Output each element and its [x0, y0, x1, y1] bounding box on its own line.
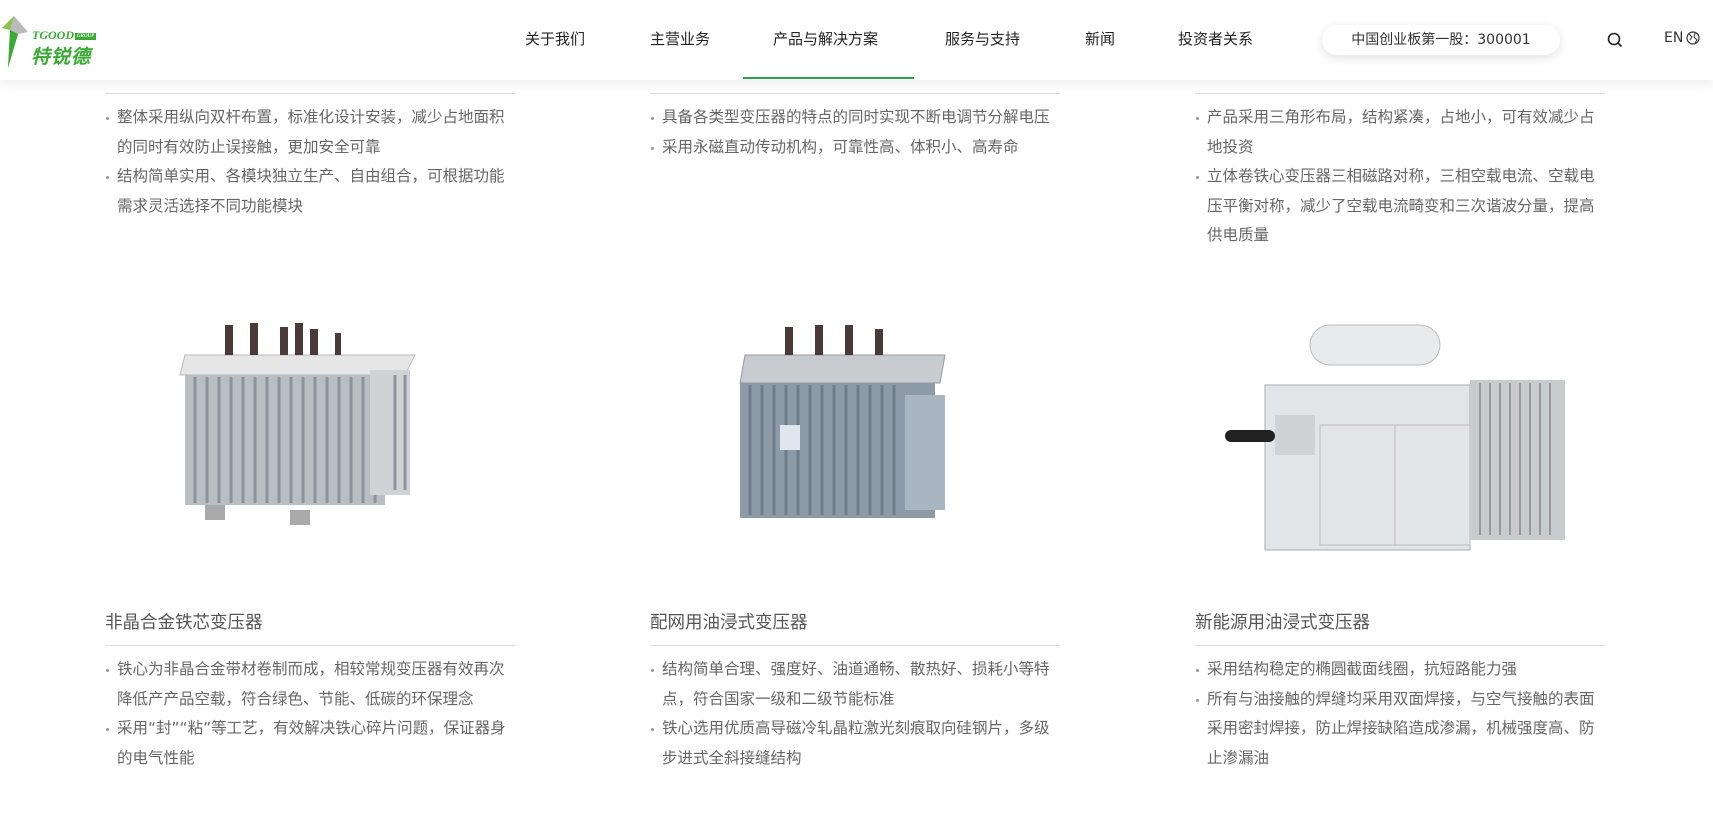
globe-icon	[1686, 31, 1700, 45]
feature-bullet: 铁心为非晶合金带材卷制而成，相较常规变压器有效再次降低产产品空载，符合绿色、节能…	[105, 655, 515, 714]
divider	[650, 93, 1060, 94]
product-card-new-energy: 新能源用油浸式变压器 采用结构稳定的椭圆截面线圈，抗短路能力强所有与油接触的焊缝…	[1195, 609, 1605, 773]
product-title[interactable]: 新能源用油浸式变压器	[1195, 613, 1370, 633]
logo-cn: 特锐德	[31, 46, 92, 68]
divider	[1195, 645, 1605, 646]
stock-badge[interactable]: 中国创业板第一股：300001	[1322, 25, 1560, 55]
feature-bullet: 具备各类型变压器的特点的同时实现不断电调节分解电压	[650, 103, 1060, 133]
product-card-top-1: 整体采用纵向双杆布置，标准化设计安装，减少占地面积的同时有效防止误接触，更加安全…	[105, 93, 515, 221]
divider	[650, 645, 1060, 646]
language-label: EN	[1664, 30, 1684, 46]
nav-investors[interactable]: 投资者关系	[1178, 30, 1254, 48]
divider	[1195, 93, 1605, 94]
feature-bullet: 采用“封”“粘”等工艺，有效解决铁心碎片问题，保证器身的电气性能	[105, 714, 515, 773]
language-switch[interactable]: EN	[1664, 30, 1700, 46]
product-card-amorphous: 非晶合金铁芯变压器 铁心为非晶合金带材卷制而成，相较常规变压器有效再次降低产产品…	[105, 609, 515, 773]
distribution-oil-transformer-image[interactable]	[650, 315, 1060, 565]
product-title[interactable]: 非晶合金铁芯变压器	[105, 613, 263, 633]
feature-bullet: 立体卷铁心变压器三相磁路对称，三相空载电流、空载电压平衡对称，减少了空载电流畸变…	[1195, 162, 1605, 251]
nav-news[interactable]: 新闻	[1085, 30, 1116, 48]
product-card-top-3: 产品采用三角形布局，结构紧凑，占地小，可有效减少占地投资立体卷铁心变压器三相磁路…	[1195, 93, 1605, 251]
feature-bullet: 产品采用三角形布局，结构紧凑，占地小，可有效减少占地投资	[1195, 103, 1605, 162]
nav-business[interactable]: 主营业务	[650, 30, 711, 48]
feature-bullet: 整体采用纵向双杆布置，标准化设计安装，减少占地面积的同时有效防止误接触，更加安全…	[105, 103, 515, 162]
feature-bullet: 采用结构稳定的椭圆截面线圈，抗短路能力强	[1195, 655, 1605, 685]
nav-service[interactable]: 服务与支持	[945, 30, 1021, 48]
divider	[105, 645, 515, 646]
logo-mark-icon	[2, 16, 28, 68]
feature-bullet: 所有与油接触的焊缝均采用双面焊接，与空气接触的表面采用密封焊接，防止焊接缺陷造成…	[1195, 685, 1605, 774]
search-icon[interactable]	[1606, 31, 1624, 49]
nav-products[interactable]: 产品与解决方案	[773, 30, 879, 48]
amorphous-transformer-image[interactable]	[105, 315, 515, 565]
feature-bullet: 结构简单合理、强度好、油道通畅、散热好、损耗小等特点，符合国家一级和二级节能标准	[650, 655, 1060, 714]
active-nav-indicator	[743, 77, 914, 79]
feature-bullet: 结构简单实用、各模块独立生产、自由组合，可根据功能需求灵活选择不同功能模块	[105, 162, 515, 221]
feature-bullet: 采用永磁直动传动机构，可靠性高、体积小、高寿命	[650, 133, 1060, 163]
feature-bullet: 铁心选用优质高导磁冷轧晶粒激光刻痕取向硅钢片，多级步进式全斜接缝结构	[650, 714, 1060, 773]
product-title[interactable]: 配网用油浸式变压器	[650, 613, 808, 633]
product-card-distribution: 配网用油浸式变压器 结构简单合理、强度好、油道通畅、散热好、损耗小等特点，符合国…	[650, 609, 1060, 773]
new-energy-oil-transformer-image[interactable]	[1195, 315, 1605, 565]
product-card-top-2: 具备各类型变压器的特点的同时实现不断电调节分解电压采用永磁直动传动机构，可靠性高…	[650, 93, 1060, 162]
nav-about[interactable]: 关于我们	[525, 30, 586, 48]
divider	[105, 93, 515, 94]
